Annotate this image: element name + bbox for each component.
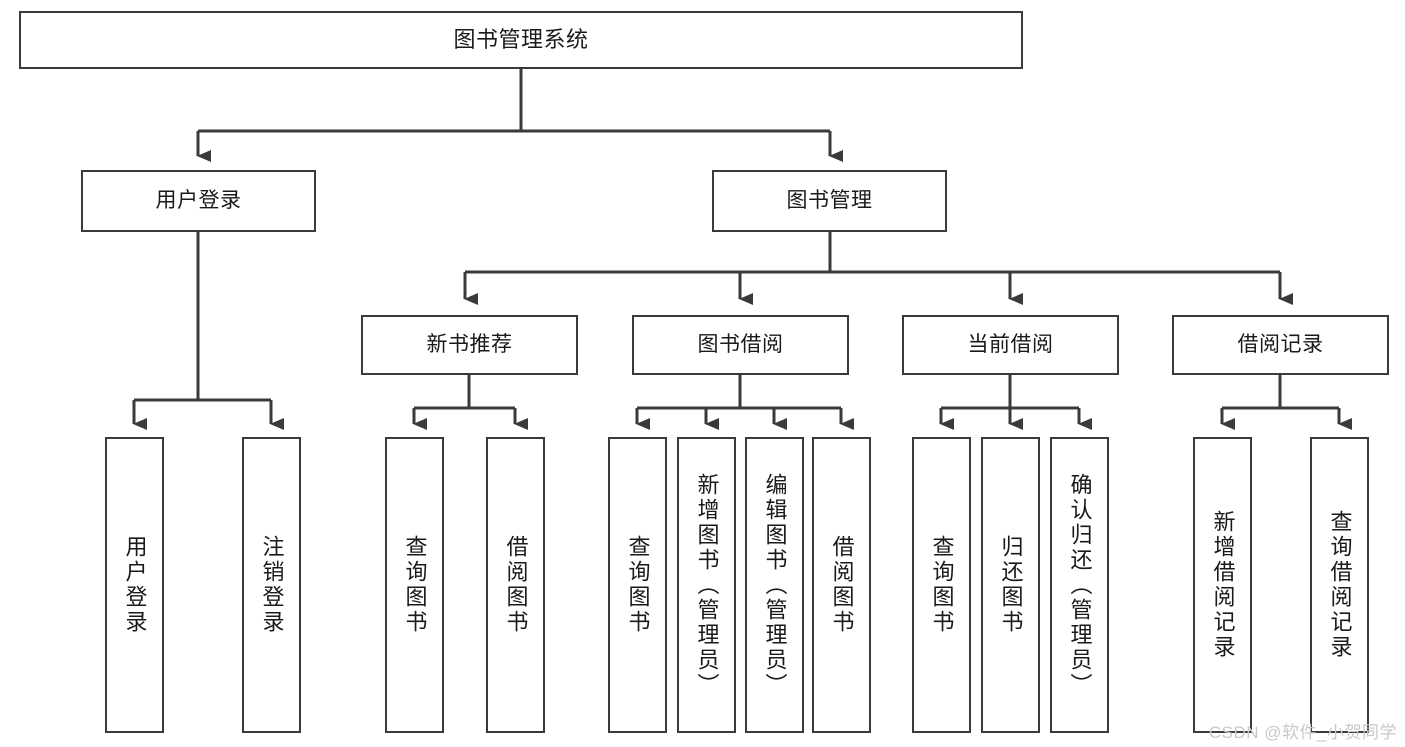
node-label: 新书推荐	[426, 332, 513, 356]
node-label: 借阅图书	[503, 535, 529, 635]
leaf-borrow-book[interactable]: 借阅图书	[812, 437, 871, 733]
node-label: 图书管理系统	[453, 27, 589, 53]
node-current-borrow[interactable]: 当前借阅	[902, 315, 1119, 375]
node-book-management[interactable]: 图书管理	[712, 170, 947, 232]
leaf-return-book[interactable]: 归还图书	[981, 437, 1040, 733]
leaf-logout[interactable]: 注销登录	[242, 437, 301, 733]
node-label: 注销登录	[259, 535, 285, 635]
node-label: 图书借阅	[697, 332, 784, 356]
node-new-book-recommendation[interactable]: 新书推荐	[361, 315, 578, 375]
node-label: 编辑图书（管理员）	[762, 472, 788, 698]
node-label: 查询借阅记录	[1327, 510, 1353, 660]
node-label: 新增图书（管理员）	[694, 472, 720, 698]
leaf-query-book-borrow[interactable]: 查询图书	[608, 437, 667, 733]
node-label: 查询图书	[402, 535, 428, 635]
watermark-text: CSDN @软件_小贺同学	[1208, 723, 1397, 742]
node-label: 查询图书	[929, 535, 955, 635]
node-label: 确认归还（管理员）	[1067, 472, 1093, 698]
node-label: 图书管理	[786, 188, 873, 212]
node-label: 借阅图书	[829, 535, 855, 635]
node-label: 查询图书	[625, 535, 651, 635]
leaf-confirm-return-admin[interactable]: 确认归还（管理员）	[1050, 437, 1109, 733]
node-root-book-management-system[interactable]: 图书管理系统	[19, 11, 1023, 69]
node-label: 归还图书	[998, 535, 1024, 635]
leaf-edit-book-admin[interactable]: 编辑图书（管理员）	[745, 437, 804, 733]
node-label: 用户登录	[122, 535, 148, 635]
leaf-query-book-current[interactable]: 查询图书	[912, 437, 971, 733]
leaf-query-book-recommend[interactable]: 查询图书	[385, 437, 444, 733]
leaf-add-book-admin[interactable]: 新增图书（管理员）	[677, 437, 736, 733]
leaf-user-login[interactable]: 用户登录	[105, 437, 164, 733]
node-label: 用户登录	[155, 188, 242, 212]
leaf-add-borrow-record[interactable]: 新增借阅记录	[1193, 437, 1252, 733]
node-user-login[interactable]: 用户登录	[81, 170, 316, 232]
leaf-query-borrow-record[interactable]: 查询借阅记录	[1310, 437, 1369, 733]
leaf-borrow-book-recommend[interactable]: 借阅图书	[486, 437, 545, 733]
node-book-borrow[interactable]: 图书借阅	[632, 315, 849, 375]
node-label: 新增借阅记录	[1210, 510, 1236, 660]
node-borrow-record[interactable]: 借阅记录	[1172, 315, 1389, 375]
node-label: 当前借阅	[967, 332, 1054, 356]
node-label: 借阅记录	[1237, 332, 1324, 356]
